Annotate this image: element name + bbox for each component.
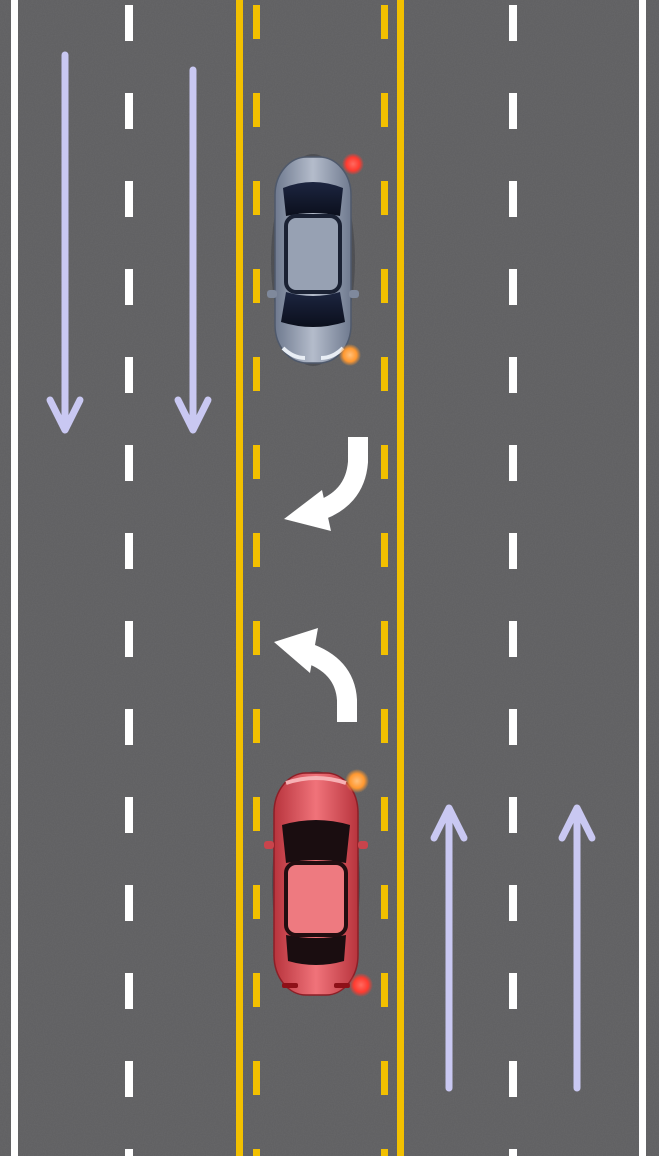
- center-dash: [381, 1061, 388, 1095]
- center-dash: [253, 1149, 260, 1156]
- lane-dash: [125, 93, 133, 129]
- lane-dash: [125, 621, 133, 657]
- lane-dash: [125, 181, 133, 217]
- center-dash: [253, 1061, 260, 1095]
- center-dash: [381, 533, 388, 567]
- lane-dash: [509, 973, 517, 1009]
- lane-dash: [509, 357, 517, 393]
- silver-car-icon: [267, 154, 359, 366]
- red-car-rear-indicator: [349, 973, 373, 997]
- red-car-icon: [264, 771, 368, 995]
- silver-car-front-indicator: [339, 344, 361, 366]
- lane-dash: [509, 93, 517, 129]
- center-dash: [381, 357, 388, 391]
- lane-dash: [509, 181, 517, 217]
- lane-dash: [509, 1061, 517, 1097]
- center-dash: [381, 973, 388, 1007]
- left-edge-line: [11, 0, 18, 1156]
- lane-dash: [125, 357, 133, 393]
- center-solid-line-right: [397, 0, 404, 1156]
- lane-dash: [509, 709, 517, 745]
- lane-dash: [509, 533, 517, 569]
- lane-dash: [509, 269, 517, 305]
- silver-car-rear-indicator: [342, 153, 364, 175]
- center-dash: [253, 357, 260, 391]
- lane-dash: [125, 1061, 133, 1097]
- lane-dash: [125, 5, 133, 41]
- lane-dash: [509, 445, 517, 481]
- lane-dash: [125, 973, 133, 1009]
- center-solid-line-left: [236, 0, 243, 1156]
- center-dash: [253, 973, 260, 1007]
- center-dash: [253, 181, 260, 215]
- lane-dash: [509, 797, 517, 833]
- center-dash: [381, 621, 388, 655]
- center-dash: [253, 797, 260, 831]
- center-dash: [253, 5, 260, 39]
- center-dash: [381, 445, 388, 479]
- center-dash: [381, 93, 388, 127]
- center-dash: [253, 621, 260, 655]
- center-dash: [253, 269, 260, 303]
- lane-dash: [125, 885, 133, 921]
- center-dash: [381, 181, 388, 215]
- lane-dash: [125, 797, 133, 833]
- center-dash: [253, 533, 260, 567]
- center-dash: [381, 709, 388, 743]
- lane-dash: [509, 5, 517, 41]
- center-dash: [381, 5, 388, 39]
- center-dash: [381, 885, 388, 919]
- center-dash: [253, 709, 260, 743]
- center-dash: [253, 93, 260, 127]
- lane-dash: [125, 533, 133, 569]
- center-dash: [381, 797, 388, 831]
- lane-dash: [509, 1149, 517, 1156]
- lane-dash: [509, 885, 517, 921]
- lane-dash: [509, 621, 517, 657]
- center-dash: [253, 885, 260, 919]
- center-dash: [381, 1149, 388, 1156]
- center-dash: [253, 445, 260, 479]
- lane-dash: [125, 269, 133, 305]
- right-edge-line: [639, 0, 646, 1156]
- center-dash: [381, 269, 388, 303]
- lane-dash: [125, 1149, 133, 1156]
- red-car-front-indicator: [345, 769, 369, 793]
- lane-dash: [125, 445, 133, 481]
- lane-dash: [125, 709, 133, 745]
